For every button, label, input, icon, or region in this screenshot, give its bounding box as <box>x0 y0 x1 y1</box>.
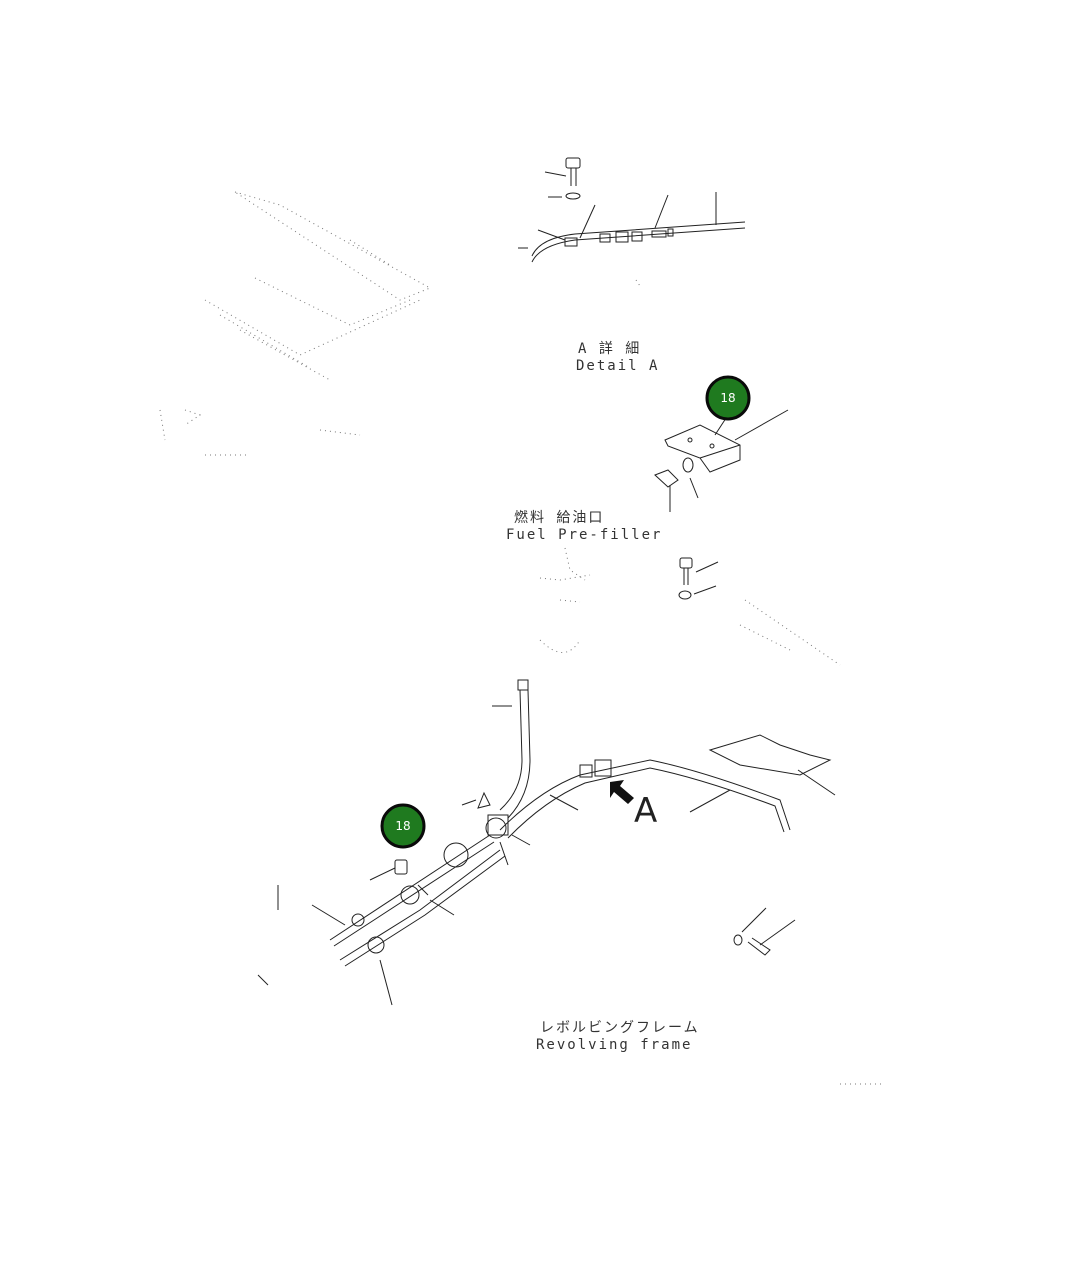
fuel-filler-label-jp: 燃料 給油口 <box>514 509 604 526</box>
bolt-set-mid <box>678 557 719 600</box>
detail-a-label-jp: A 詳 細 <box>578 341 641 357</box>
fuel-line-assembly <box>257 679 836 1006</box>
view-arrow-label: A <box>634 791 657 831</box>
callout-number-bottom: 18 <box>395 819 410 833</box>
detail-a-assembly <box>518 157 746 287</box>
detail-a-label-en: Detail A <box>576 358 659 374</box>
callout-number-top: 18 <box>720 391 735 405</box>
revolving-frame-label-en: Revolving frame <box>536 1037 692 1053</box>
background-frame-outline <box>159 191 432 456</box>
callout-badge-bottom[interactable]: 18 <box>380 803 426 849</box>
revolving-frame-label-jp: レボルビングフレーム <box>540 1020 700 1036</box>
callout-badge-top[interactable]: 18 <box>705 375 751 421</box>
bracket-assembly <box>654 409 789 512</box>
fuel-filler-sketch <box>539 547 841 666</box>
fuel-filler-label-en: Fuel Pre-filler <box>506 527 662 543</box>
view-arrow-a: A <box>610 780 657 831</box>
